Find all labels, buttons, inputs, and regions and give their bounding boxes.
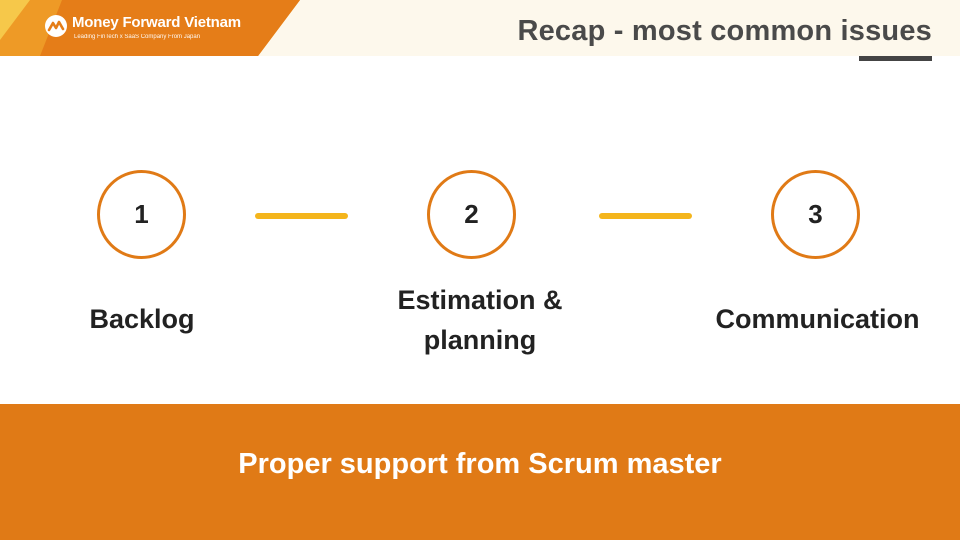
page-title: Recap - most common issues [517, 15, 932, 47]
title-underline [859, 56, 932, 61]
step-1-label: Backlog [89, 304, 195, 334]
logo-banner-shape [0, 0, 300, 56]
step-3-label: Communication [715, 304, 920, 334]
logo-banner [0, 0, 960, 56]
brand-tagline: Leading FinTech x SaaS Company From Japa… [74, 34, 201, 40]
step-2-circle: 2 [427, 170, 516, 259]
step-1-circle: 1 [97, 170, 186, 259]
footer-message: Proper support from Scrum master [238, 448, 722, 480]
connector-1-2 [255, 213, 348, 219]
brand-logo: Money Forward Vietnam Leading FinTech x … [44, 12, 274, 46]
money-forward-logo-icon [45, 15, 67, 37]
banner-deep-orange-layer [40, 0, 300, 56]
step-3-circle: 3 [771, 170, 860, 259]
connector-2-3 [599, 213, 692, 219]
footer-band [0, 404, 960, 540]
brand-name: Money Forward Vietnam [72, 14, 241, 31]
step-2-label-line-2: planning [423, 325, 537, 355]
step-2-label-line-1: Estimation & [397, 285, 563, 315]
